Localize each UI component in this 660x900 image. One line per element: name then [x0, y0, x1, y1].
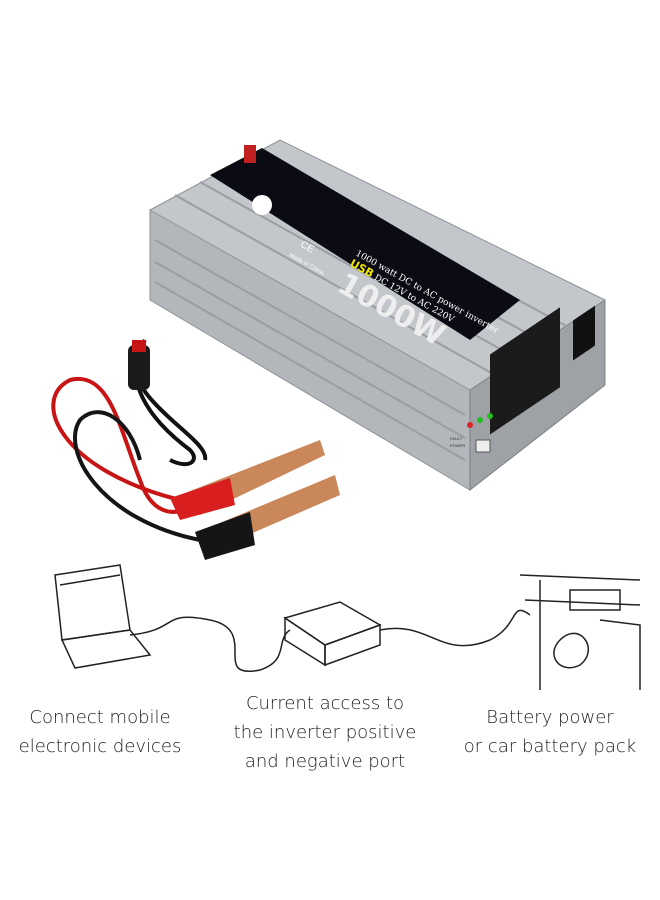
caption-center-line1: Current access to: [245, 693, 405, 714]
inverter: 1000 watt DC to AC power inverter USB DC…: [149, 139, 606, 492]
caption-right: Battery power or car battery pack: [450, 703, 650, 761]
caption-left-line2: electronic devices: [18, 736, 182, 757]
laptop-icon: [54, 564, 152, 669]
car-dashboard-icon: [519, 574, 641, 690]
inverter-sketch-icon: [283, 601, 382, 667]
inverter-label: [210, 148, 520, 340]
led-fault-label: FAULT: [450, 436, 463, 441]
connection-diagram: [54, 564, 641, 690]
cable-right: [379, 609, 531, 647]
fault-led: [467, 422, 473, 428]
led-power-label: POWER: [450, 443, 465, 448]
ac-socket: [490, 307, 560, 435]
usb-led: [487, 413, 493, 419]
power-led: [477, 417, 483, 423]
power-switch[interactable]: [573, 305, 595, 361]
caption-center: Current access to the inverter positive …: [220, 689, 430, 776]
caption-left: Connect mobile electronic devices: [5, 703, 195, 761]
star-icon: [252, 195, 272, 215]
caption-center-line2: the inverter positive: [233, 722, 417, 743]
red-clamp: [170, 440, 325, 520]
cable-left: [129, 616, 291, 673]
usb-port[interactable]: [475, 439, 491, 453]
caption-center-line3: and negative port: [244, 751, 406, 772]
black-clamp: [195, 475, 340, 560]
caption-right-line1: Battery power: [486, 707, 614, 728]
caption-right-line2: or car battery pack: [463, 736, 637, 757]
cigarette-plug: [128, 340, 150, 390]
red-terminal: [244, 145, 256, 163]
caption-left-line1: Connect mobile: [29, 707, 171, 728]
